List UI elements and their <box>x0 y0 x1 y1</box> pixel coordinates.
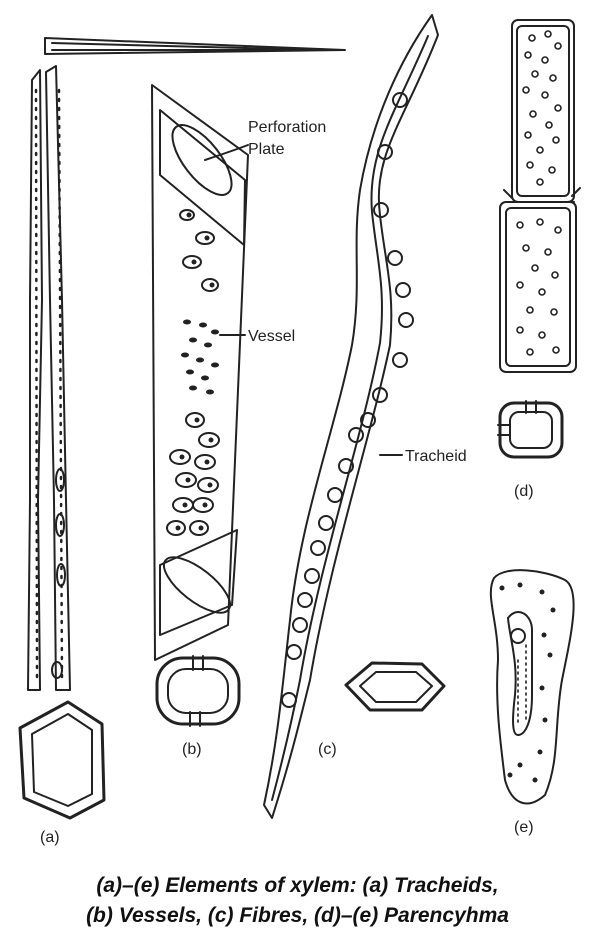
tracheid-cross-section <box>20 702 104 818</box>
label-perforation-plate-line2: Plate <box>248 141 285 158</box>
vessel-pits <box>176 213 220 531</box>
label-e: (e) <box>514 819 534 836</box>
parenchyma-cells-d <box>500 20 580 372</box>
label-b: (b) <box>182 741 202 758</box>
parenchyma-cell-e <box>491 570 574 803</box>
label-perforation-plate-line1: Perforation <box>248 119 326 136</box>
label-vessel: Vessel <box>248 328 295 345</box>
label-a: (a) <box>40 829 60 846</box>
label-c: (c) <box>318 741 337 758</box>
label-tracheid: Tracheid <box>405 448 467 465</box>
caption-line-2: (b) Vessels, (c) Fibres, (d)–(e) Parency… <box>0 904 595 928</box>
vessel-cross-section <box>157 656 239 726</box>
parenchyma-pits-d <box>517 31 561 355</box>
vessel-element-b <box>152 85 248 660</box>
caption-line-1: (a)–(e) Elements of xylem: (a) Tracheids… <box>0 874 595 898</box>
label-d: (d) <box>514 483 534 500</box>
parenchyma-cell-e-dots <box>500 583 556 783</box>
fibre-cross-section <box>346 663 444 710</box>
parenchyma-cross-section <box>498 401 562 457</box>
